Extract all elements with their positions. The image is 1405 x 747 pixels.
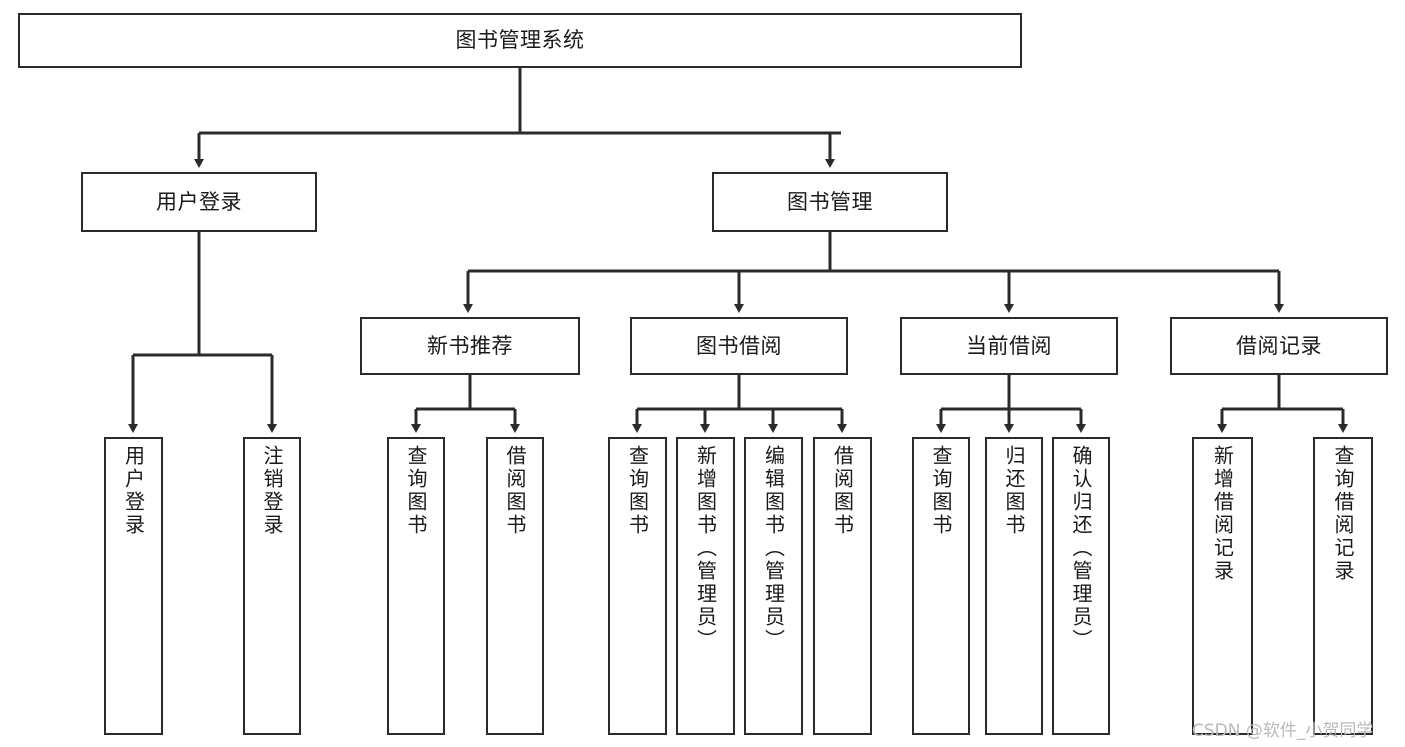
edge-group-user-login [128,232,277,433]
node-leaf-user-login[interactable]: 用户登录 [104,437,163,735]
node-leaf-query-book-1[interactable]: 查询图书 [387,437,445,735]
node-leaf-confirm-return[interactable]: 确认归还（管理员） [1052,437,1110,735]
edge-group-book-management [463,232,1284,313]
node-leaf-borrow-book-2[interactable]: 借阅图书 [813,437,872,735]
node-leaf-query-book-3[interactable]: 查询图书 [912,437,970,735]
node-label: 用户登录 [156,189,242,214]
node-leaf-edit-book[interactable]: 编辑图书（管理员） [744,437,803,735]
node-leaf-add-borrow-record[interactable]: 新增借阅记录 [1192,437,1253,735]
node-label: 借阅图书 [503,445,527,537]
node-label: 注销登录 [260,445,284,537]
csdn-watermark: CSDN @软件_小贺同学 [1192,721,1374,741]
node-label: 编辑图书（管理员） [761,445,786,652]
node-leaf-query-book-2[interactable]: 查询图书 [608,437,667,735]
node-borrow-record[interactable]: 借阅记录 [1170,317,1388,375]
edge-group-book-borrow [632,375,847,433]
node-label: 当前借阅 [966,333,1052,358]
edge-group-root [194,68,841,168]
node-label: 借阅图书 [830,445,855,537]
node-label: 确认归还（管理员） [1069,445,1093,652]
node-leaf-query-borrow-record[interactable]: 查询借阅记录 [1313,437,1373,735]
node-book-borrow[interactable]: 图书借阅 [630,317,848,375]
node-label: 图书管理系统 [455,28,585,53]
node-current-borrow[interactable]: 当前借阅 [900,317,1118,375]
edge-group-new-book-recommend [411,375,520,433]
node-label: 图书借阅 [696,333,782,358]
node-book-management[interactable]: 图书管理 [712,172,948,232]
edge-group-current-borrow [936,375,1086,433]
node-label: 借阅记录 [1236,333,1322,358]
node-label: 新增图书（管理员） [693,445,718,652]
node-label: 图书管理 [787,189,873,214]
node-label: 查询借阅记录 [1331,445,1355,583]
node-label: 用户登录 [121,445,146,537]
node-leaf-borrow-book-1[interactable]: 借阅图书 [486,437,544,735]
node-label: 新增借阅记录 [1210,445,1235,583]
node-root-system[interactable]: 图书管理系统 [18,13,1022,68]
node-new-book-recommend[interactable]: 新书推荐 [360,317,580,375]
node-label: 查询图书 [404,445,428,537]
node-leaf-user-logout[interactable]: 注销登录 [243,437,301,735]
node-label: 归还图书 [1002,445,1026,537]
node-label: 查询图书 [929,445,953,537]
node-leaf-return-book[interactable]: 归还图书 [985,437,1043,735]
node-label: 新书推荐 [427,333,513,358]
node-leaf-add-book[interactable]: 新增图书（管理员） [676,437,735,735]
node-label: 查询图书 [625,445,650,537]
node-user-login[interactable]: 用户登录 [81,172,317,232]
edge-group-borrow-record [1217,375,1348,433]
